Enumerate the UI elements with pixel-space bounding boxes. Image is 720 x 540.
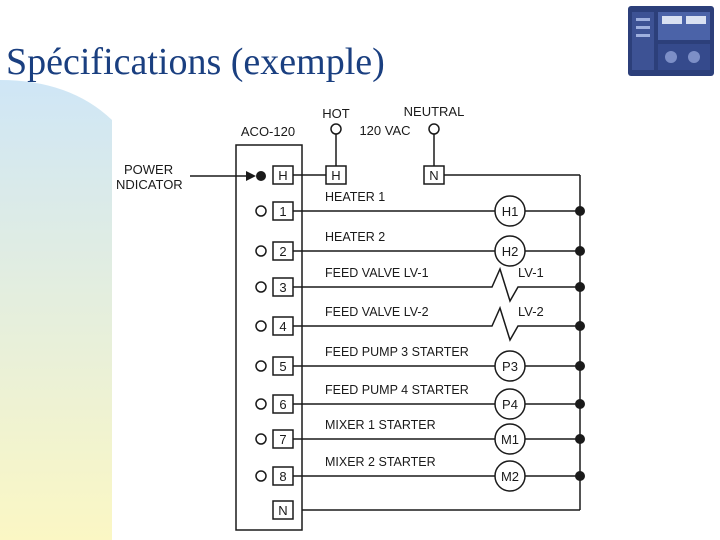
terminal-label: H <box>278 168 287 183</box>
load-rung: FEED PUMP 3 STARTER P3 <box>293 345 585 382</box>
controller-terminal: 6 <box>255 394 294 414</box>
load-symbol-label: LV-2 <box>518 304 544 319</box>
neutral-junction-dot <box>575 434 585 444</box>
terminal-label: 1 <box>279 204 286 219</box>
terminal-label: N <box>278 503 287 518</box>
terminal-label: 6 <box>279 397 286 412</box>
load-label: MIXER 1 STARTER <box>325 418 436 432</box>
controller-terminal: N <box>272 500 294 520</box>
load-label: FEED VALVE LV-1 <box>325 266 429 280</box>
controller-terminal: H <box>272 165 294 185</box>
load-label: FEED VALVE LV-2 <box>325 305 429 319</box>
neutral-junction-dot <box>575 361 585 371</box>
terminal-label: 7 <box>279 432 286 447</box>
neutral-junction-dot <box>575 471 585 481</box>
terminal-box <box>272 500 294 520</box>
supply-hot-letter: H <box>331 168 340 183</box>
neutral-junction-dot <box>575 399 585 409</box>
controller-label: ACO-120 <box>241 124 295 139</box>
terminal-label: 8 <box>279 469 286 484</box>
terminal-box <box>272 165 294 185</box>
terminal-status-led <box>255 398 267 410</box>
controller-terminals: H 1 2 3 4 5 6 7 8N <box>255 165 294 520</box>
load-rung: MIXER 1 STARTER M1 <box>293 418 585 455</box>
controller-terminal: 3 <box>255 277 294 297</box>
terminal-status-led <box>255 281 267 293</box>
power-indicator-label-line1: POWER <box>124 162 173 177</box>
terminal-status-led <box>255 433 267 445</box>
slide-title: Spécifications (exemple) <box>6 41 385 83</box>
load-symbol-label: M2 <box>501 469 519 484</box>
supply-neutral-letter: N <box>429 168 438 183</box>
hot-terminal-circle <box>330 123 342 135</box>
load-label: MIXER 2 STARTER <box>325 455 436 469</box>
solenoid-coil-wire <box>293 266 580 303</box>
neutral-label: NEUTRAL <box>404 104 465 119</box>
terminal-status-led <box>255 320 267 332</box>
neutral-junction-dot <box>575 282 585 292</box>
terminal-label: 3 <box>279 280 286 295</box>
controller-terminal: 7 <box>255 429 294 449</box>
solenoid-coil-wire <box>293 305 580 342</box>
terminal-status-led <box>255 360 267 372</box>
load-rung: FEED VALVE LV-2 LV-2 <box>293 304 585 342</box>
load-label: FEED PUMP 4 STARTER <box>325 383 469 397</box>
voltage-label: 120 VAC <box>359 123 410 138</box>
plc-device-image <box>628 6 714 76</box>
terminal-status-led <box>255 470 267 482</box>
neutral-junction-dot <box>575 206 585 216</box>
load-symbol-label: LV-1 <box>518 265 544 280</box>
load-symbol-label: M1 <box>501 432 519 447</box>
load-rung: HEATER 2 H2 <box>293 230 585 267</box>
neutral-junction-dot <box>575 321 585 331</box>
terminal-label: 4 <box>279 319 286 334</box>
load-rung: MIXER 2 STARTER M2 <box>293 455 585 492</box>
controller-terminal: 8 <box>255 466 294 486</box>
hot-label: HOT <box>322 106 350 121</box>
terminal-status-led <box>255 205 267 217</box>
power-indicator-lamp <box>256 171 266 181</box>
load-label: FEED PUMP 3 STARTER <box>325 345 469 359</box>
power-indicator-arrowhead <box>246 171 256 181</box>
load-rung: HEATER 1 H1 <box>293 190 585 227</box>
load-rung: FEED VALVE LV-1 LV-1 <box>293 265 585 303</box>
terminal-label: 2 <box>279 244 286 259</box>
load-symbol-label: H2 <box>502 244 519 259</box>
load-rung: FEED PUMP 4 STARTER P4 <box>293 383 585 420</box>
load-label: HEATER 1 <box>325 190 385 204</box>
neutral-terminal-circle <box>428 123 440 135</box>
wiring-diagram <box>113 96 605 536</box>
terminal-label: 5 <box>279 359 286 374</box>
load-symbol-label: P4 <box>502 397 518 412</box>
load-label: HEATER 2 <box>325 230 385 244</box>
load-symbol-label: P3 <box>502 359 518 374</box>
neutral-junction-dot <box>575 246 585 256</box>
load-symbol-label: H1 <box>502 204 519 219</box>
power-indicator-label-line2: NDICATOR <box>116 177 183 192</box>
terminal-status-led <box>255 245 267 257</box>
